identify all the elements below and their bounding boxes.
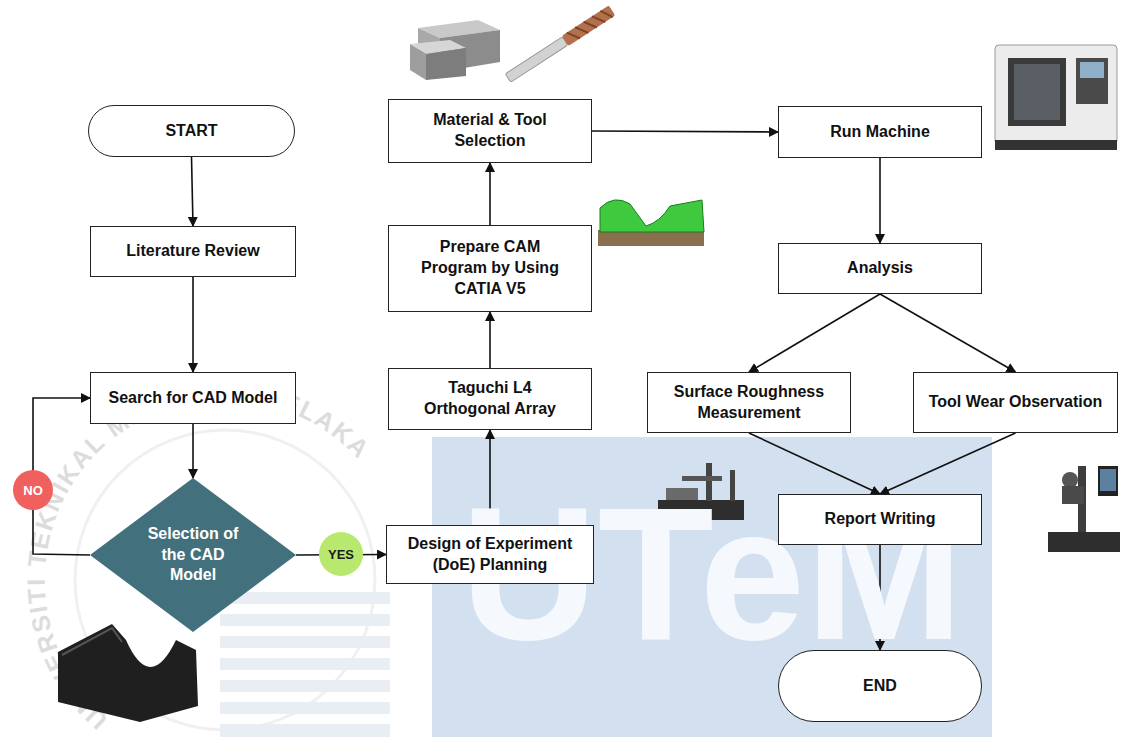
node-text: Selection of the CAD Model [137, 524, 249, 586]
edge-label: NO [13, 470, 53, 510]
process-box: Taguchi L4 Orthogonal Array [388, 368, 592, 430]
process-box: Search for CAD Model [90, 372, 296, 424]
process-box: Design of Experiment (DoE) Planning [386, 525, 594, 584]
node-text: START [165, 121, 217, 142]
node-text: Taguchi L4 Orthogonal Array [405, 378, 575, 420]
flow-arrow [489, 312, 491, 368]
node-text: Run Machine [830, 122, 930, 143]
process-box: Material & Tool Selection [388, 99, 592, 163]
flow-arrow [880, 294, 1016, 372]
watermark-panel [432, 437, 992, 737]
node-text: Prepare CAM Program by Using CATIA V5 [410, 237, 570, 299]
process-box: Tool Wear Observation [913, 372, 1118, 433]
process-box: Report Writing [778, 494, 982, 545]
terminator: END [778, 650, 982, 722]
process-box: Analysis [778, 243, 982, 294]
flow-arrow [192, 424, 194, 478]
edge-label: YES [319, 532, 363, 576]
watermark-seal-text: UNIVERSITI TEKNIKAL MALAYSIA MELAKA [22, 377, 376, 735]
flow-arrow [489, 163, 491, 225]
node-text: Report Writing [825, 509, 936, 530]
end-mill-tool [505, 5, 616, 83]
node-text: Tool Wear Observation [929, 392, 1103, 413]
microscope [1048, 466, 1120, 552]
flow-arrow [879, 158, 881, 243]
node-text: Design of Experiment (DoE) Planning [395, 534, 585, 576]
process-box: Surface Roughness Measurement [647, 372, 851, 433]
flow-arrow [192, 277, 194, 372]
node-text: Surface Roughness Measurement [659, 382, 839, 424]
diamond-outline [90, 478, 296, 632]
process-box: Run Machine [778, 106, 982, 158]
material-blocks [410, 20, 500, 80]
node-text: END [863, 676, 897, 697]
process-box: Literature Review [90, 226, 296, 277]
flow-arrow [192, 157, 194, 226]
cam-model [598, 200, 704, 246]
terminator: START [88, 105, 295, 157]
node-text: Search for CAD Model [109, 388, 278, 409]
cad-part [58, 624, 198, 722]
cnc-machine [995, 45, 1117, 150]
node-text: Material & Tool Selection [405, 110, 575, 152]
seal-stripes [220, 592, 390, 737]
process-box: Prepare CAM Program by Using CATIA V5 [388, 225, 592, 312]
node-text: Analysis [847, 258, 913, 279]
decision-diamond: Selection of the CAD Model [90, 478, 296, 632]
node-text: Literature Review [126, 241, 259, 262]
flow-arrow [592, 131, 778, 132]
flow-arrow [749, 294, 880, 372]
